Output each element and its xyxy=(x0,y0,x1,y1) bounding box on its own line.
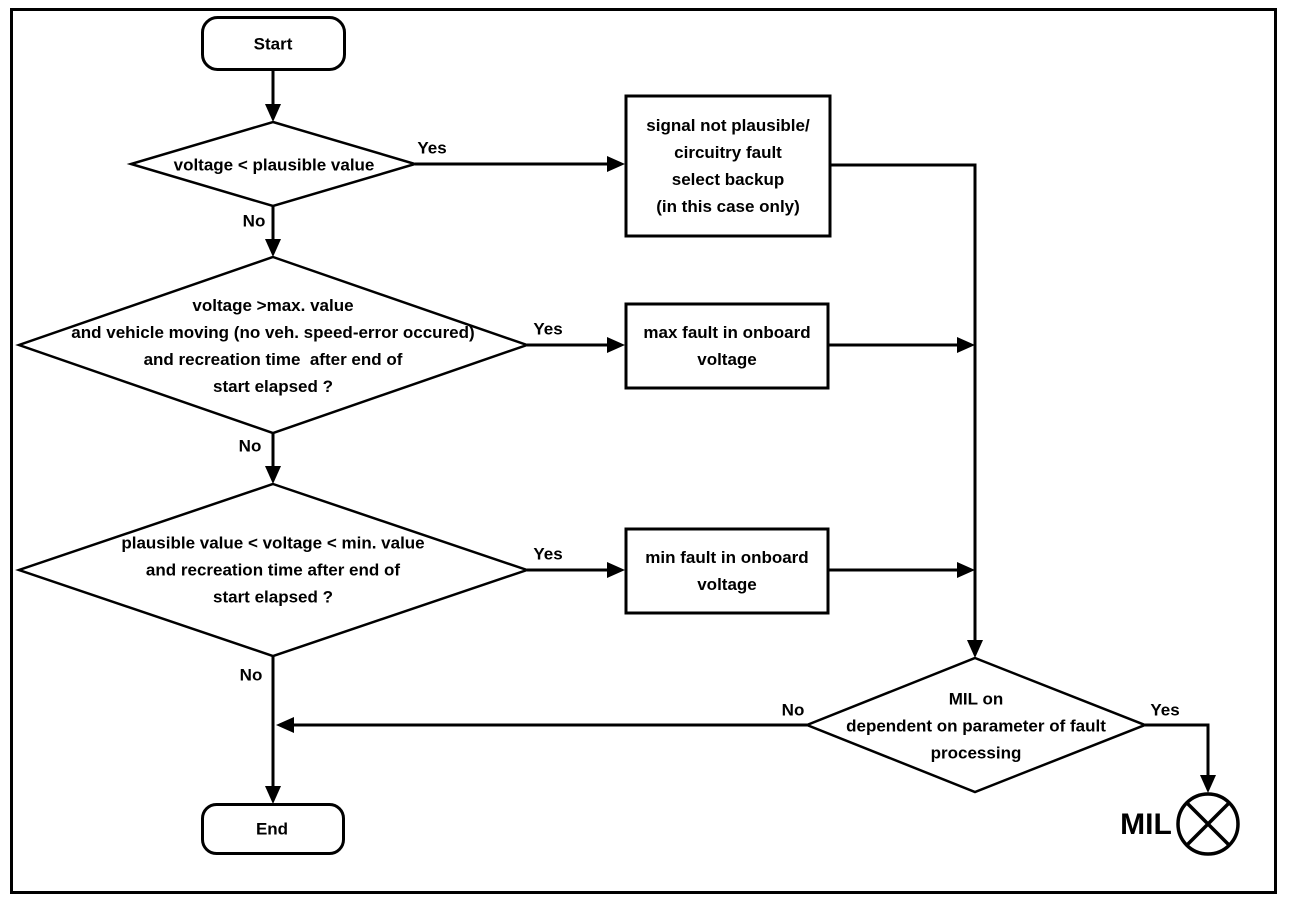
mil-lamp-icon xyxy=(1176,792,1240,856)
decision-mil-label: MIL on dependent on parameter of fault p… xyxy=(846,689,1106,763)
edge-label-d4-yes: Yes xyxy=(1150,700,1180,720)
box-max-fault-shape xyxy=(624,302,830,390)
edge-label-d3-no: No xyxy=(239,665,263,685)
mil-lamp-label: MIL xyxy=(1120,808,1172,841)
edge-start-to-decision-plausible xyxy=(265,70,281,122)
box-min-fault-shape xyxy=(624,527,830,615)
edge-decision-max-yes xyxy=(527,337,625,353)
edge-decision-mil-yes xyxy=(1145,723,1216,793)
edge-box1-to-decision-mil xyxy=(830,163,983,658)
edge-label-d3-yes: Yes xyxy=(533,544,563,564)
box-signal-not-plausible-label: signal not plausible/ circuitry fault se… xyxy=(646,116,810,216)
edge-label-d4-no: No xyxy=(781,700,805,720)
decision-mil-shape xyxy=(803,656,1149,794)
box-min-fault-label: min fault in onboard voltage xyxy=(645,548,809,594)
edge-decision-max-no xyxy=(265,433,281,484)
start-node-label: Start xyxy=(253,34,293,54)
decision-max-label: voltage >max. value and vehicle moving (… xyxy=(71,296,475,396)
page-border xyxy=(10,8,1277,894)
edge-decision-mil-no xyxy=(276,717,807,733)
box-max-fault-label: max fault in onboard voltage xyxy=(643,323,811,369)
end-node-shape xyxy=(201,803,345,855)
edge-decision-plausible-no xyxy=(265,206,281,257)
edge-label-d1-yes: Yes xyxy=(417,138,447,158)
edge-decision-min-no-to-end xyxy=(265,656,281,804)
start-node-shape xyxy=(201,16,346,71)
edge-box3-to-spine xyxy=(828,562,975,578)
decision-min-label: plausible value < voltage < min. value a… xyxy=(121,533,425,607)
box-signal-not-plausible-shape xyxy=(624,94,832,238)
end-node-label: End xyxy=(255,819,289,839)
edge-decision-min-yes xyxy=(527,562,625,578)
edge-label-d1-no: No xyxy=(242,211,266,231)
edge-decision-plausible-yes xyxy=(415,156,625,172)
decision-plausible-label: voltage < plausible value xyxy=(173,155,375,175)
edge-label-d2-no: No xyxy=(238,436,262,456)
edge-label-d2-yes: Yes xyxy=(533,319,563,339)
edge-box2-to-spine xyxy=(828,337,975,353)
